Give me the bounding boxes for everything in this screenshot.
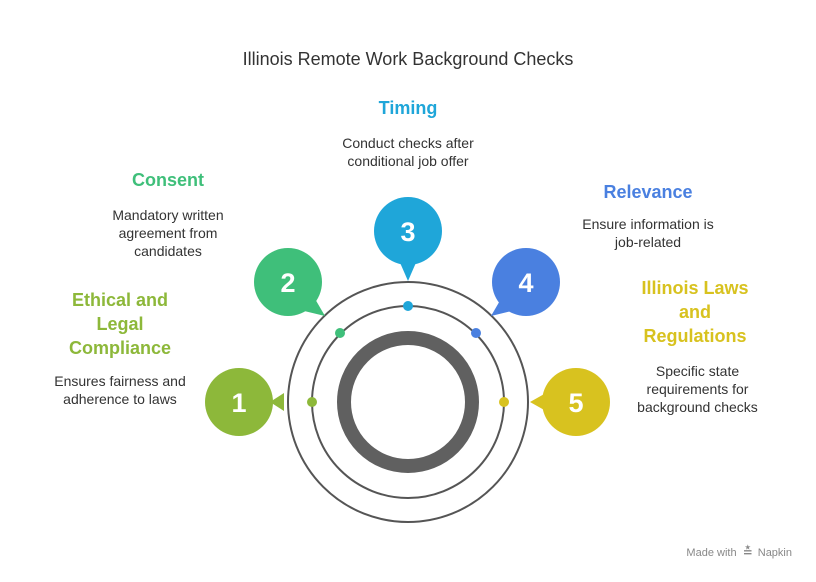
step-3-heading: Timing xyxy=(378,98,438,118)
step-2-description: Mandatory written agreement from candida… xyxy=(112,207,224,259)
step-4-bubble xyxy=(492,248,560,316)
step-1-number: 1 xyxy=(231,388,246,418)
outer-ring xyxy=(287,281,529,523)
core-ring xyxy=(337,331,479,473)
step-1-heading: Ethical and Legal Compliance xyxy=(68,290,172,358)
step-3-marker: 3 xyxy=(374,197,442,311)
step-2-heading: Consent xyxy=(132,170,204,190)
step-5-bubble xyxy=(542,368,610,436)
step-5-description: Specific state requirements for backgrou… xyxy=(637,363,758,415)
napkin-watermark: Made with ≛ Napkin xyxy=(686,545,792,559)
step-3-dot xyxy=(403,301,413,311)
step-5-number: 5 xyxy=(568,388,583,418)
step-5-heading: Illinois Laws and Regulations xyxy=(641,278,749,346)
step-4-heading: Relevance xyxy=(603,182,693,202)
step-2-bubble xyxy=(254,248,322,316)
step-5-dot xyxy=(499,397,509,407)
step-4-number: 4 xyxy=(518,268,533,298)
footer-brand: Napkin xyxy=(757,547,792,559)
napkin-logo-icon: ≛ xyxy=(742,545,753,559)
step-1-marker: 1 xyxy=(205,368,317,436)
footer-label: Made with xyxy=(686,547,737,559)
diagram-title: Illinois Remote Work Background Checks xyxy=(242,49,574,69)
step-2-number: 2 xyxy=(280,268,295,298)
step-1-bubble xyxy=(205,368,273,436)
step-3-description: Conduct checks after conditional job off… xyxy=(342,135,474,169)
step-4-marker: 4 xyxy=(471,248,560,338)
step-2-dot xyxy=(335,328,345,338)
step-4-description: Ensure information is job-related xyxy=(582,216,714,250)
step-2-marker: 2 xyxy=(254,248,345,338)
step-5-pointer xyxy=(530,393,546,411)
step-5-marker: 5 xyxy=(499,368,610,436)
step-3-bubble xyxy=(374,197,442,265)
step-1-dot xyxy=(307,397,317,407)
step-4-dot xyxy=(471,328,481,338)
step-3-number: 3 xyxy=(400,217,415,247)
step-1-description: Ensures fairness and adherence to laws xyxy=(54,373,186,407)
step-1-pointer xyxy=(270,393,284,411)
